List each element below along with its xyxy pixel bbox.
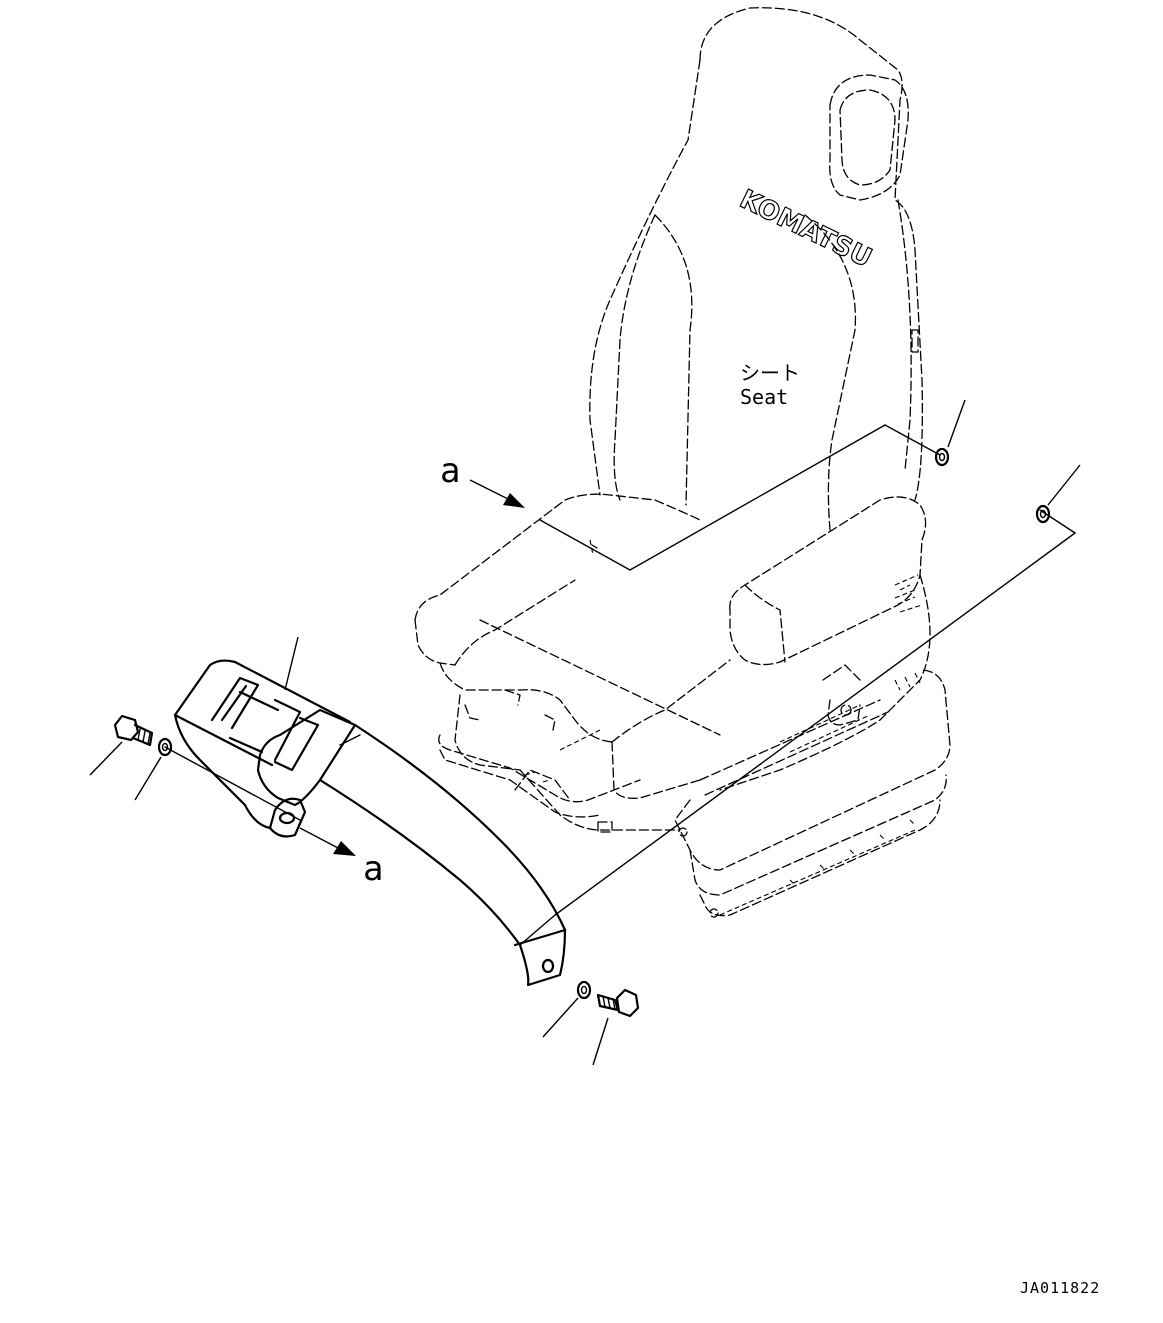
part-label-jp: シート xyxy=(740,361,800,385)
view-arrow-top xyxy=(469,479,525,508)
brand-logo: KOMATSU xyxy=(735,184,876,273)
fasteners xyxy=(113,447,1051,1018)
view-arrow-bottom xyxy=(299,827,356,856)
center-lines xyxy=(164,424,1076,946)
leader-lines xyxy=(89,399,1081,1066)
washer-bottom xyxy=(576,980,592,1000)
washer-right-lower xyxy=(1035,504,1051,524)
washer-right-upper xyxy=(934,447,950,467)
drawing-code: JA011822 xyxy=(1020,1279,1100,1297)
view-reference-bottom: a xyxy=(363,849,383,889)
seat-belt xyxy=(173,659,567,987)
seat-outline xyxy=(414,7,951,918)
bolt-left xyxy=(113,714,154,747)
part-label-en: Seat xyxy=(740,385,788,409)
washer-left xyxy=(157,737,173,757)
view-reference-top: a xyxy=(440,451,460,491)
bolt-bottom xyxy=(596,988,640,1018)
